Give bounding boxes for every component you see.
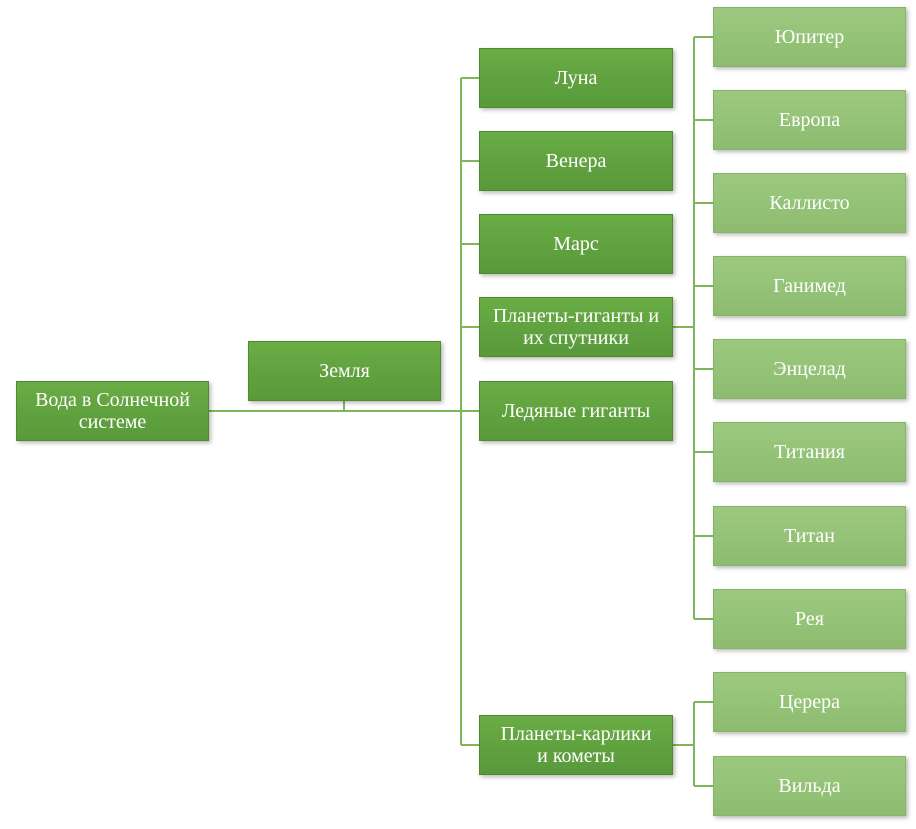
node-ganymede-label: Ганимед	[773, 275, 846, 297]
node-dwarf-planets-label: Планеты-карлики и кометы	[500, 723, 652, 767]
root-label: Вода в Солнечной системе	[35, 389, 190, 433]
node-vilda: Вильда	[713, 756, 906, 816]
node-ganymede: Ганимед	[713, 256, 906, 316]
node-callisto-label: Каллисто	[769, 192, 850, 214]
node-titan-label: Титан	[784, 525, 835, 547]
node-rhea: Рея	[713, 589, 906, 649]
node-ice-giants-label: Ледяные гиганты	[501, 400, 651, 422]
node-venus: Венера	[479, 131, 673, 191]
node-earth: Земля	[248, 341, 441, 401]
node-titania-label: Титания	[774, 441, 845, 463]
node-venus-label: Венера	[545, 150, 607, 172]
node-ice-giants: Ледяные гиганты	[479, 381, 673, 441]
node-earth-label: Земля	[319, 360, 370, 382]
node-enceladus: Энцелад	[713, 339, 906, 399]
node-mars-label: Марс	[553, 233, 599, 255]
node-giant-planets-label: Планеты-гиганты и их спутники	[492, 305, 660, 349]
node-callisto: Каллисто	[713, 173, 906, 233]
node-ceres: Церера	[713, 672, 906, 732]
node-jupiter-label: Юпитер	[774, 26, 845, 48]
root-node: Вода в Солнечной системе	[16, 381, 209, 441]
node-jupiter: Юпитер	[713, 7, 906, 67]
node-moon-label: Луна	[554, 67, 598, 89]
node-europa-label: Европа	[778, 109, 841, 131]
node-titan: Титан	[713, 506, 906, 566]
node-mars: Марс	[479, 214, 673, 274]
node-europa: Европа	[713, 90, 906, 150]
node-dwarf-planets: Планеты-карлики и кометы	[479, 715, 673, 775]
node-enceladus-label: Энцелад	[773, 358, 846, 380]
node-ceres-label: Церера	[778, 691, 841, 713]
node-titania: Титания	[713, 422, 906, 482]
node-moon: Луна	[479, 48, 673, 108]
node-rhea-label: Рея	[795, 608, 824, 630]
node-vilda-label: Вильда	[778, 775, 841, 797]
node-giant-planets: Планеты-гиганты и их спутники	[479, 297, 673, 357]
